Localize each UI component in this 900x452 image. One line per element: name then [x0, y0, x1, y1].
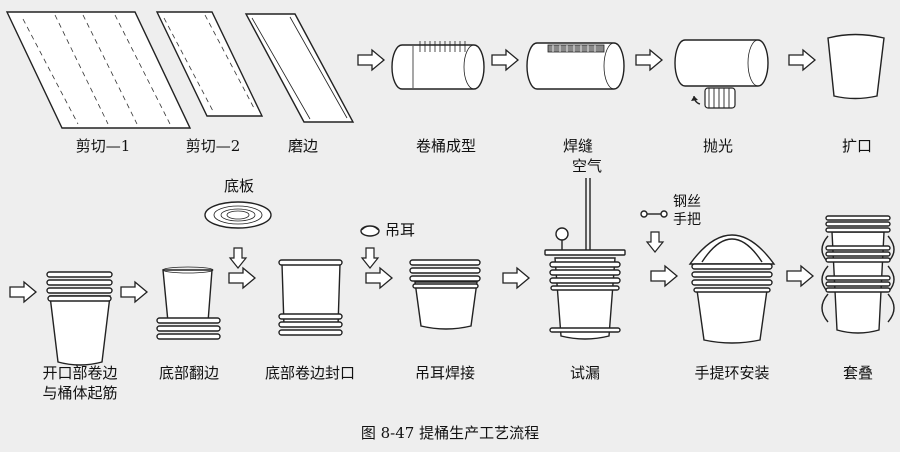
label-weld: 焊缝: [562, 137, 594, 155]
curl-bucket-figure: [46, 271, 113, 366]
ear-weld-bucket-figure: [409, 259, 481, 330]
lug-figure: [360, 225, 380, 237]
label-ear-weld: 吊耳焊接: [414, 364, 476, 382]
stacked-buckets-figure: [821, 215, 895, 334]
label-stack: 套叠: [842, 364, 874, 382]
roll-cylinder-figure: [391, 41, 485, 90]
label-handle-install: 手提环安装: [694, 364, 770, 382]
weld-cylinder-figure: [526, 42, 625, 90]
label-leak-test: 试漏: [569, 364, 601, 382]
label-roll: 卷桶成型: [415, 137, 477, 155]
label-bottom-flange: 底部翻边: [158, 364, 220, 382]
label-wire: 钢丝: [673, 194, 701, 210]
label-polish: 抛光: [702, 137, 734, 155]
flare-shape-figure: [827, 33, 885, 100]
sheet-edge-figure: [244, 13, 355, 123]
sheet-cut2-figure: [155, 11, 264, 117]
label-bottom-seal: 底部卷边封口: [264, 364, 356, 382]
label-bottom-plate: 底板: [223, 177, 255, 195]
label-flare: 扩口: [841, 137, 873, 155]
label-curl-line2: 与桶体起筋: [42, 384, 118, 402]
figure-caption: 图 8-47 提桶生产工艺流程: [360, 424, 540, 442]
label-lug: 吊耳: [384, 221, 416, 239]
sheet-cut1-figure: [5, 11, 192, 129]
handle-bucket-figure: [688, 234, 776, 344]
label-cut2: 剪切—2: [185, 137, 241, 155]
label-handle-grip: 手把: [673, 212, 701, 228]
leak-test-figure: [544, 178, 626, 340]
bottom-seal-figure: [278, 259, 343, 336]
bottom-plate-figure: [204, 201, 272, 229]
label-cut1: 剪切—1: [75, 137, 131, 155]
polish-cylinder-figure: [674, 39, 769, 109]
label-curl-line1: 开口部卷边: [42, 364, 118, 382]
label-air: 空气: [571, 157, 603, 175]
wire-handle-figure: [640, 210, 668, 218]
label-edge: 磨边: [287, 137, 319, 155]
bottom-flange-figure: [156, 266, 221, 340]
